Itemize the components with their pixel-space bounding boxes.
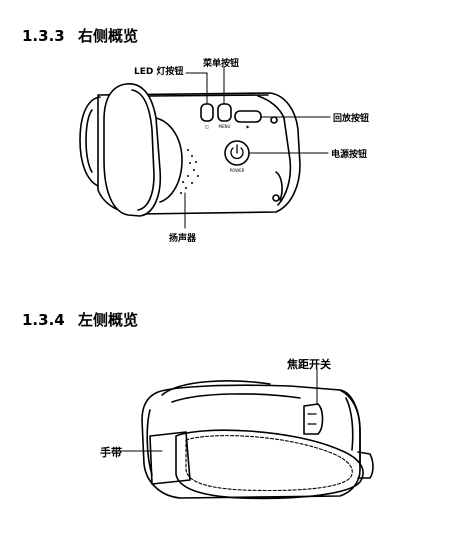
- camcorder-left-side-figure: [121, 368, 374, 500]
- menu-button-shape: [217, 103, 232, 122]
- label-speaker: 扬声器: [169, 234, 197, 244]
- section-number: 1.3.3: [22, 27, 65, 45]
- label-hand-strap: 手带: [100, 446, 122, 459]
- play-mark-icon: ▶: [246, 124, 250, 129]
- label-power-button: 电源按钮: [331, 150, 368, 160]
- camcorder-right-side-figure: ◫ MENU ▶ POWER: [79, 66, 331, 229]
- led-button-shape: [200, 103, 214, 122]
- section-title: 右侧概览: [78, 27, 139, 45]
- section-heading-right: 1.3.3 右侧概览: [22, 25, 138, 46]
- playback-button-shape: [234, 110, 262, 123]
- label-menu-button: 菜单按钮: [203, 59, 240, 69]
- zoom-switch-shape: [303, 403, 324, 435]
- section-title: 左侧概览: [78, 311, 139, 329]
- label-zoom-switch: 焦距开关: [287, 358, 331, 371]
- section-heading-left: 1.3.4 左侧概览: [22, 309, 138, 330]
- power-mark: POWER: [230, 168, 245, 173]
- label-playback-button: 回放按钮: [333, 114, 370, 124]
- section-number: 1.3.4: [22, 311, 65, 329]
- led-mark-icon: ◫: [205, 124, 209, 129]
- label-led-button: LED 灯按钮: [134, 67, 184, 77]
- menu-mark: MENU: [219, 124, 231, 129]
